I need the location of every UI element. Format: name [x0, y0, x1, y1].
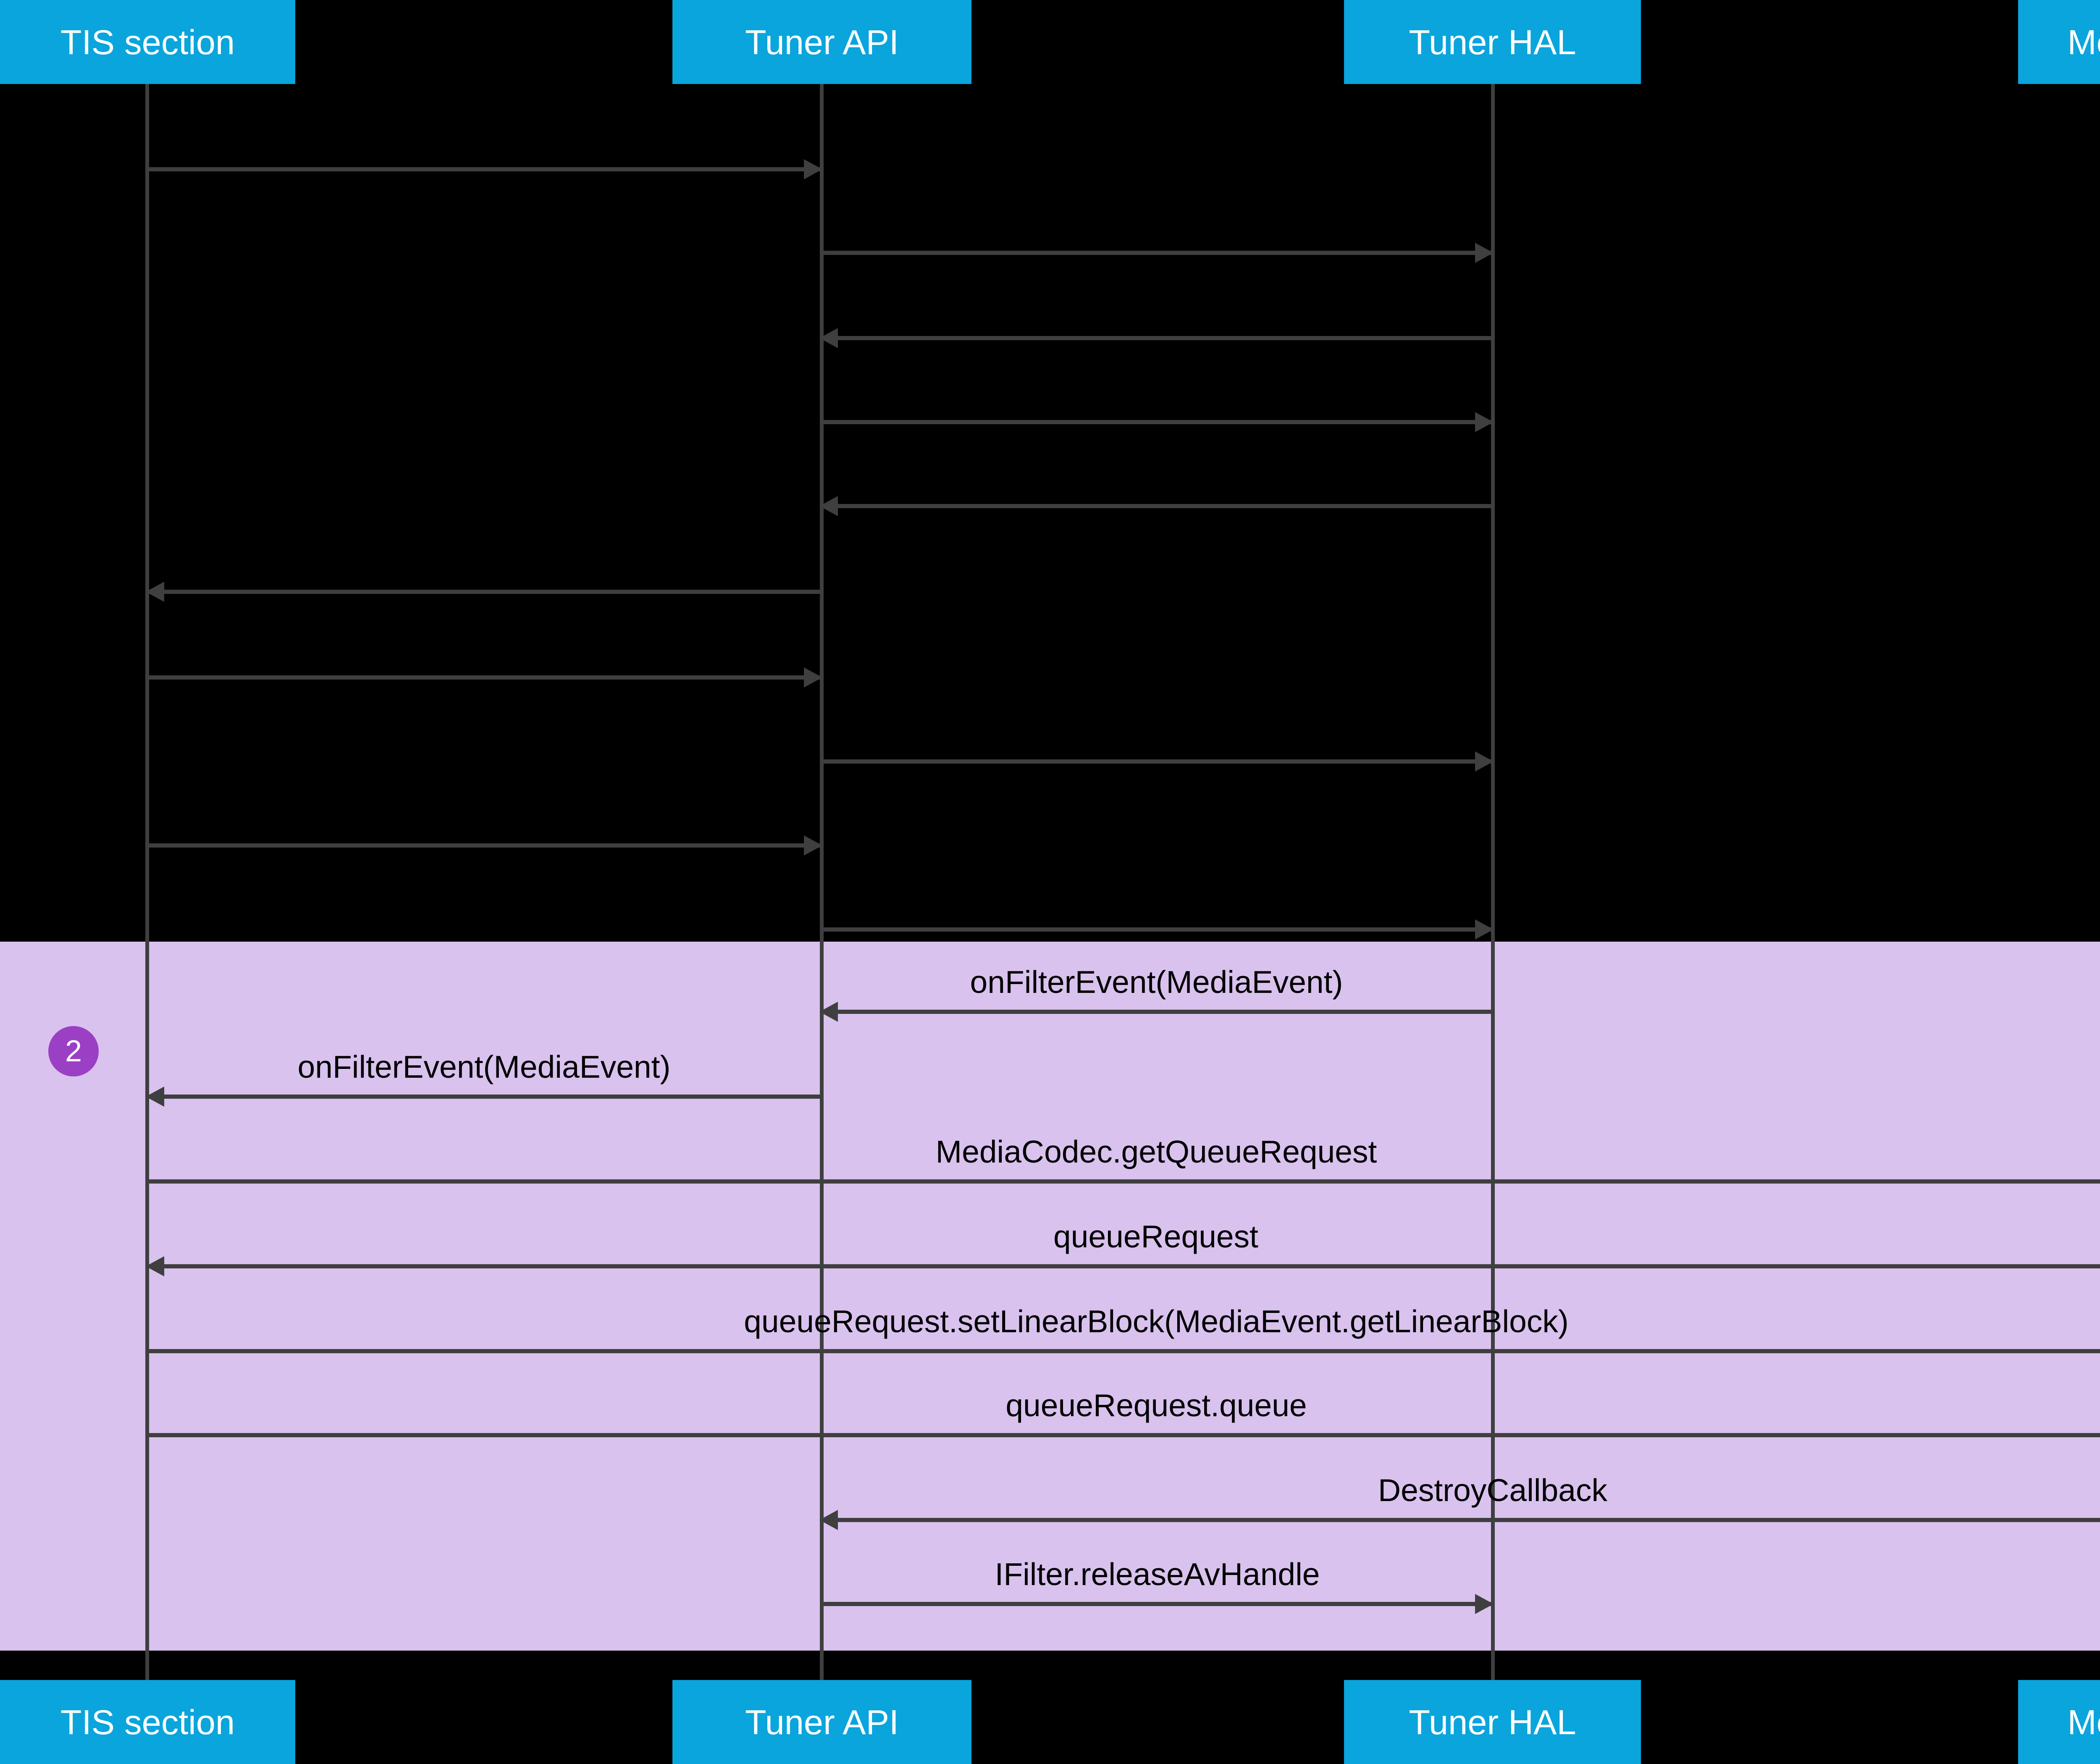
participant-footer-tuner-api[interactable]: Tuner API [672, 1680, 971, 1764]
message-m14-line [147, 1264, 2100, 1268]
participant-footer-tis-section-label: TIS section [60, 1702, 235, 1742]
message-m1-line [147, 167, 822, 171]
message-m17-label: DestroyCallback [1378, 1473, 1608, 1508]
participant-footer-mediacodec-label: MediaCodec [2067, 1702, 2100, 1742]
message-m8-arrowhead-icon [1475, 751, 1494, 772]
fragment-step-badge-label: 2 [65, 1034, 82, 1068]
message-m4-line [822, 420, 1493, 424]
participant-footer-mediacodec[interactable]: MediaCodec [2018, 1680, 2100, 1764]
participant-header-tuner-api-label: Tuner API [745, 22, 899, 62]
message-m16-line [147, 1433, 2100, 1437]
message-m6-arrowhead-icon [146, 582, 164, 602]
message-m16-label: queueRequest.queue [1005, 1388, 1307, 1423]
message-m13-label: MediaCodec.getQueueRequest [935, 1134, 1377, 1170]
lifeline-tuner-hal [1491, 84, 1495, 1682]
message-m2-arrowhead-icon [1475, 243, 1494, 263]
lifeline-tuner-api [820, 84, 824, 1682]
message-m11-line [820, 1010, 1493, 1014]
participant-footer-tuner-api-label: Tuner API [745, 1702, 899, 1742]
message-m18-label: IFilter.releaseAvHandle [995, 1557, 1320, 1592]
message-m18-arrowhead-icon [1475, 1594, 1494, 1614]
message-m8-line [822, 759, 1493, 764]
message-m10-line [822, 927, 1493, 932]
participant-header-tis-section-label: TIS section [60, 22, 235, 62]
message-m12-line [147, 1095, 822, 1099]
message-m14-arrowhead-icon [146, 1256, 164, 1276]
participant-header-mediacodec[interactable]: MediaCodec [2018, 0, 2100, 84]
message-m14-label: queueRequest [1053, 1219, 1258, 1255]
message-m5-arrowhead-icon [819, 496, 838, 516]
message-m6-line [147, 590, 822, 594]
message-m17-line [820, 1518, 2100, 1522]
participant-footer-tis-section[interactable]: TIS section [0, 1680, 295, 1764]
message-m11-arrowhead-icon [819, 1002, 838, 1022]
message-m13-line [147, 1179, 2100, 1184]
lifeline-tis-section [145, 84, 149, 1682]
message-m15-label: queueRequest.setLinearBlock(MediaEvent.g… [744, 1304, 1569, 1339]
participant-header-tis-section[interactable]: TIS section [0, 0, 295, 84]
message-m9-line [147, 843, 822, 848]
message-m5-line [820, 504, 1493, 508]
participant-header-mediacodec-label: MediaCodec [2067, 22, 2100, 62]
highlighted-fragment-region [0, 942, 2100, 1651]
message-m7-line [147, 675, 822, 680]
message-m10-arrowhead-icon [1475, 919, 1494, 940]
message-m9-arrowhead-icon [804, 835, 822, 856]
participant-header-tuner-api[interactable]: Tuner API [672, 0, 971, 84]
message-m12-label: onFilterEvent(MediaEvent) [297, 1049, 671, 1085]
message-m1-arrowhead-icon [804, 159, 822, 179]
fragment-step-badge: 2 [48, 1026, 99, 1076]
participant-header-tuner-hal-label: Tuner HAL [1409, 22, 1576, 62]
message-m11-label: onFilterEvent(MediaEvent) [970, 964, 1343, 1000]
message-m2-line [822, 251, 1493, 255]
participant-footer-tuner-hal[interactable]: Tuner HAL [1344, 1680, 1641, 1764]
message-m18-line [822, 1602, 1493, 1606]
message-m12-arrowhead-icon [146, 1087, 164, 1107]
message-m15-line [147, 1349, 2100, 1353]
message-m4-arrowhead-icon [1475, 412, 1494, 432]
message-m3-arrowhead-icon [819, 328, 838, 348]
participant-footer-tuner-hal-label: Tuner HAL [1409, 1702, 1576, 1742]
message-m17-arrowhead-icon [819, 1510, 838, 1530]
participant-header-tuner-hal[interactable]: Tuner HAL [1344, 0, 1641, 84]
message-m7-arrowhead-icon [804, 667, 822, 688]
message-m3-line [820, 336, 1493, 340]
